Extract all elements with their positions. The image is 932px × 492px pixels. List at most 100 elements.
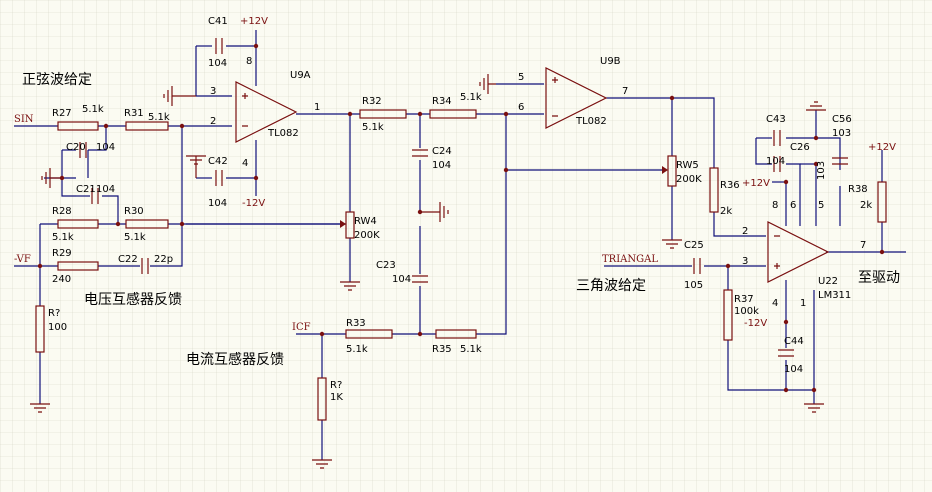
label-current-fb: 电流互感器反馈: [186, 351, 284, 368]
supply-u9a-neg: -12V: [242, 198, 265, 209]
net-vf: -VF: [14, 254, 31, 265]
svg-text:C25: C25: [684, 240, 704, 251]
svg-text:1: 1: [314, 102, 320, 113]
svg-text:100: 100: [48, 322, 67, 333]
u9b-ref: U9B: [600, 56, 621, 67]
svg-text:5.1k: 5.1k: [124, 232, 146, 243]
svg-text:104: 104: [392, 274, 411, 285]
resistor-r27: [57, 121, 99, 131]
svg-text:105: 105: [684, 280, 703, 291]
resistor-rq2: [317, 377, 327, 421]
svg-text:RW5: RW5: [676, 160, 699, 171]
svg-text:6: 6: [518, 102, 524, 113]
svg-text:8: 8: [246, 56, 252, 67]
u9a-part: TL082: [267, 128, 299, 139]
svg-text:2: 2: [210, 116, 216, 127]
resistor-rq1: [35, 305, 45, 353]
net-sin: SIN: [14, 114, 34, 125]
svg-text:104: 104: [208, 198, 227, 209]
svg-text:100k: 100k: [734, 306, 759, 317]
u22-ref: U22: [818, 276, 838, 287]
svg-text:RW4: RW4: [354, 216, 377, 227]
label-to-drive: 至驱动: [858, 270, 900, 286]
svg-text:C26: C26: [790, 142, 810, 153]
svg-text:4: 4: [772, 298, 778, 309]
svg-text:C44: C44: [784, 336, 804, 347]
svg-text:R37: R37: [734, 294, 754, 305]
svg-text:1: 1: [800, 298, 806, 309]
resistor-r37: [723, 289, 733, 341]
svg-text:103: 103: [816, 161, 827, 180]
svg-text:104: 104: [208, 58, 227, 69]
resistor-r30: [125, 219, 169, 229]
svg-text:104: 104: [96, 184, 115, 195]
svg-text:103: 103: [832, 128, 851, 139]
svg-text:C56: C56: [832, 114, 852, 125]
net-labels: SIN -VF ICF TRIANGAL +12V -12V +12V -12V…: [14, 16, 896, 333]
svg-text:7: 7: [860, 240, 866, 251]
svg-text:104: 104: [96, 142, 115, 153]
ic-labels: U9A TL082 U9B TL082 U22 LM311: [267, 56, 851, 301]
svg-text:R?: R?: [48, 308, 60, 319]
svg-text:200K: 200K: [676, 174, 702, 185]
resistor-r35: [435, 329, 477, 339]
junctions: [37, 43, 885, 393]
svg-text:200K: 200K: [354, 230, 380, 241]
svg-text:R35: R35: [432, 344, 452, 355]
svg-text:R30: R30: [124, 206, 144, 217]
svg-text:5.1k: 5.1k: [460, 92, 482, 103]
svg-text:C20: C20: [66, 142, 86, 153]
svg-text:5: 5: [818, 200, 824, 211]
supply-u22-neg: -12V: [744, 318, 767, 329]
svg-text:2k: 2k: [860, 200, 872, 211]
pot-rw4: [345, 211, 355, 239]
svg-text:5.1k: 5.1k: [52, 232, 74, 243]
supply-u22-pos: +12V: [742, 178, 770, 189]
svg-text:C43: C43: [766, 114, 786, 125]
svg-text:6: 6: [790, 200, 796, 211]
resistor-r32: [359, 109, 407, 119]
svg-text:R28: R28: [52, 206, 72, 217]
capacitors: [79, 38, 848, 357]
supply-u9a-pos: +12V: [240, 16, 268, 27]
svg-text:4: 4: [242, 158, 248, 169]
comparator-u22: [767, 221, 830, 283]
svg-text:C23: C23: [376, 260, 396, 271]
net-icf: ICF: [292, 322, 311, 333]
svg-text:3: 3: [210, 86, 216, 97]
label-triangle-ref: 三角波给定: [576, 278, 646, 294]
svg-text:R29: R29: [52, 248, 72, 259]
svg-text:R31: R31: [124, 108, 144, 119]
resistor-r33: [345, 329, 393, 339]
svg-text:C24: C24: [432, 146, 452, 157]
svg-text:C21: C21: [76, 184, 96, 195]
pot-rw5: [667, 155, 677, 187]
net-triangal: TRIANGAL: [602, 254, 658, 265]
svg-text:2: 2: [742, 226, 748, 237]
opamps: [235, 67, 830, 283]
u9b-part: TL082: [575, 116, 607, 127]
opamp-u9a: [235, 81, 298, 143]
resistor-r31: [125, 121, 169, 131]
svg-text:5.1k: 5.1k: [362, 122, 384, 133]
u22-part: LM311: [818, 290, 851, 301]
pin-numbers: 3 2 1 8 4 5 6 7 2 3 7 8 6 5 4 1: [210, 56, 866, 309]
svg-text:8: 8: [772, 200, 778, 211]
resistor-r28: [57, 219, 99, 229]
svg-text:C42: C42: [208, 156, 228, 167]
svg-text:2k: 2k: [720, 206, 732, 217]
svg-text:C22: C22: [118, 254, 138, 265]
svg-text:5.1k: 5.1k: [346, 344, 368, 355]
resistor-r36: [709, 167, 719, 213]
label-voltage-fb: 电压互感器反馈: [84, 291, 182, 308]
svg-text:R36: R36: [720, 180, 740, 191]
resistor-r29: [57, 261, 99, 271]
svg-text:104: 104: [766, 156, 785, 167]
svg-text:R33: R33: [346, 318, 366, 329]
resistor-r38: [877, 181, 887, 223]
component-labels: R27 5.1k R31 5.1k R28 5.1k R30 5.1k R29 …: [48, 16, 872, 403]
svg-text:R27: R27: [52, 108, 72, 119]
svg-text:C41: C41: [208, 16, 228, 27]
